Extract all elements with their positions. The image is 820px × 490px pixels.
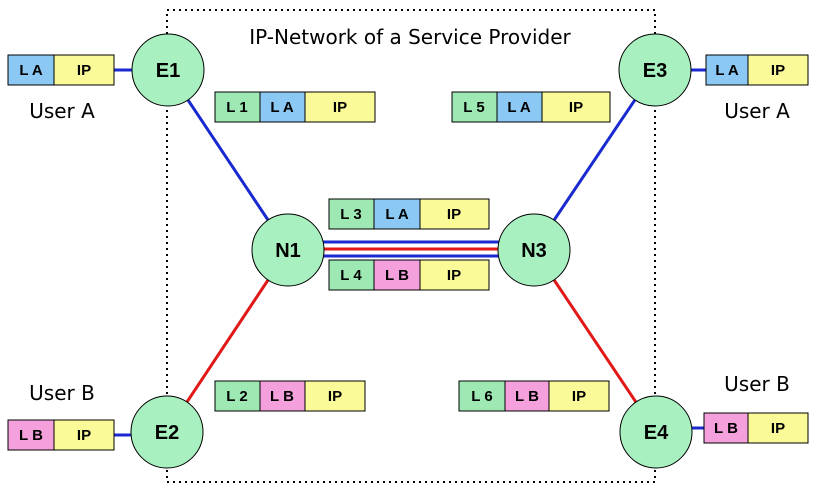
packet-label: L A bbox=[270, 99, 294, 116]
packet-label: L B bbox=[19, 427, 43, 444]
packet-label: L A bbox=[19, 62, 43, 79]
packet-label: L A bbox=[715, 62, 739, 79]
packet-label: L B bbox=[270, 388, 294, 405]
node-e3: E3 bbox=[618, 33, 692, 107]
packet-user-a-left: L A IP bbox=[7, 54, 115, 86]
node-e1: E1 bbox=[131, 33, 205, 107]
packet-e2-n1: L 2 L B IP bbox=[214, 380, 366, 412]
packet-label: L 4 bbox=[340, 267, 362, 284]
packet-label: IP bbox=[77, 427, 91, 444]
user-a-right-label: User A bbox=[724, 99, 790, 123]
packet-n3-e3: L 5 L A IP bbox=[451, 91, 611, 123]
packet-label: L B bbox=[515, 388, 539, 405]
link-e4-n3 bbox=[532, 249, 658, 433]
packet-label: L 2 bbox=[226, 388, 247, 405]
packet-label: IP bbox=[77, 62, 91, 79]
packet-e1-n1: L 1 L A IP bbox=[214, 91, 376, 123]
packet-label: L 5 bbox=[463, 99, 484, 116]
packet-label: L B bbox=[714, 420, 738, 437]
packet-user-a-right: L A IP bbox=[705, 54, 809, 86]
packet-user-b-left: L B IP bbox=[7, 419, 115, 451]
svg-text:N3: N3 bbox=[521, 240, 547, 262]
packet-label: IP bbox=[572, 388, 586, 405]
packet-label: L 1 bbox=[226, 99, 247, 116]
user-b-left-label: User B bbox=[29, 381, 95, 405]
packet-n1-n3-a: L 3 L A IP bbox=[328, 198, 490, 230]
user-b-right-label: User B bbox=[724, 372, 790, 396]
node-e4: E4 bbox=[619, 395, 693, 469]
svg-text:E3: E3 bbox=[643, 60, 667, 82]
node-e2: E2 bbox=[130, 395, 204, 469]
packet-label: IP bbox=[569, 99, 583, 116]
packet-n3-e4: L 6 L B IP bbox=[458, 380, 610, 412]
packet-label: IP bbox=[328, 388, 342, 405]
packet-label: IP bbox=[771, 62, 785, 79]
packet-label: L A bbox=[507, 99, 531, 116]
packet-label: L 3 bbox=[340, 206, 361, 223]
svg-text:E4: E4 bbox=[644, 422, 669, 444]
packet-label: IP bbox=[771, 420, 785, 437]
svg-text:E2: E2 bbox=[155, 422, 179, 444]
svg-text:E1: E1 bbox=[156, 60, 180, 82]
packet-label: L B bbox=[385, 267, 409, 284]
packet-label: L 6 bbox=[471, 388, 492, 405]
packet-n1-n3-b: L 4 L B IP bbox=[328, 259, 490, 291]
diagram-title: IP-Network of a Service Provider bbox=[249, 25, 571, 49]
packet-label: IP bbox=[447, 206, 461, 223]
packet-label: L A bbox=[385, 206, 409, 223]
packet-label: IP bbox=[447, 267, 461, 284]
packet-user-b-right: L B IP bbox=[703, 412, 809, 444]
node-n1: N1 bbox=[251, 213, 325, 287]
user-a-left-label: User A bbox=[29, 99, 95, 123]
node-n3: N3 bbox=[497, 213, 571, 287]
svg-text:N1: N1 bbox=[275, 240, 301, 262]
packet-label: IP bbox=[333, 99, 347, 116]
